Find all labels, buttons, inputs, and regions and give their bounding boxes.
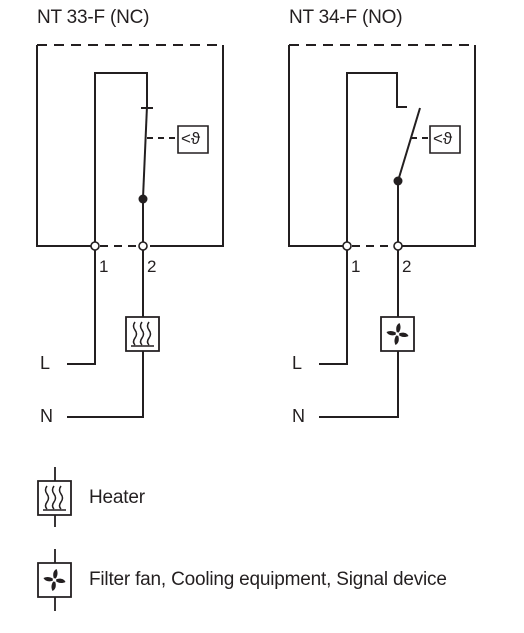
no-wire-l	[319, 249, 347, 364]
no-wire-n	[319, 351, 398, 417]
no-line-n-label: N	[292, 406, 305, 426]
legend-heater-label: Heater	[89, 487, 145, 508]
nc-sensor-symbol: <ϑ	[181, 129, 201, 148]
nc-terminal-1	[91, 242, 99, 250]
no-internal-wire-1	[347, 73, 407, 246]
nc-terminal-2-label: 2	[147, 257, 157, 276]
no-terminal-1	[343, 242, 351, 250]
nc-housing-left-bottom	[37, 45, 92, 246]
no-contact-pivot	[393, 176, 403, 186]
nc-internal-wire-1	[95, 73, 147, 246]
no-terminal-1-label: 1	[351, 257, 361, 276]
nc-diagram-title: NT 33-F (NC)	[37, 7, 150, 28]
nc-terminal-1-label: 1	[99, 257, 109, 276]
fan-icon	[386, 323, 409, 345]
nc-sensor-box	[178, 126, 208, 153]
no-thermostat-diagram	[289, 45, 475, 417]
no-housing-right-bottom	[402, 45, 475, 246]
heater-icon	[43, 486, 66, 510]
no-line-l-label: L	[292, 353, 303, 373]
no-terminal-2-label: 2	[402, 257, 412, 276]
no-sensor-symbol: <ϑ	[433, 129, 453, 148]
nc-contact-blade	[143, 106, 147, 198]
no-sensor-box	[430, 126, 460, 153]
nc-line-n-label: N	[40, 406, 53, 426]
legend-fan-symbol	[38, 549, 71, 611]
nc-line-l-label: L	[40, 353, 51, 373]
nc-thermostat-diagram	[37, 45, 223, 417]
no-housing-left-bottom	[289, 45, 344, 246]
nc-wire-n	[67, 351, 143, 417]
nc-contact-pivot	[138, 194, 148, 204]
no-diagram-title: NT 34-F (NO)	[289, 7, 403, 28]
nc-terminal-2	[139, 242, 147, 250]
no-terminal-2	[394, 242, 402, 250]
fan-icon	[43, 569, 66, 591]
heater-icon	[131, 322, 154, 346]
nc-housing-right-bottom	[150, 45, 223, 246]
legend-heater-symbol	[38, 467, 71, 527]
nc-wire-l	[67, 249, 95, 364]
no-contact-blade	[398, 108, 420, 181]
legend-fan-label: Filter fan, Cooling equipment, Signal de…	[89, 569, 447, 590]
